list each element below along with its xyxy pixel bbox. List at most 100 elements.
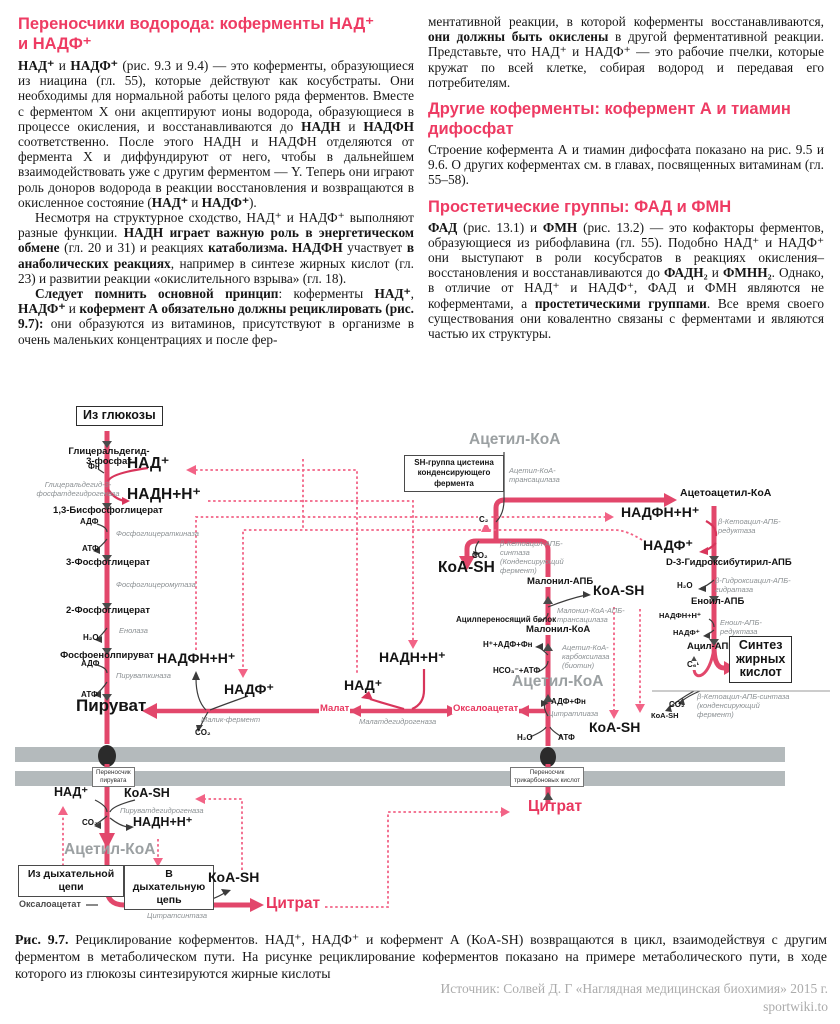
label-citrate-cytosol: Цитрат (528, 798, 583, 815)
enzyme-enoyl-reductase: Еноил-АПБ- редуктаза (720, 618, 762, 636)
enzyme-enolase: Енолаза (119, 626, 148, 635)
label-nadh-mdh: НАДН+Н⁺ (379, 649, 446, 665)
fatty-acid-synthesis-box: Синтез жирных кислот (729, 636, 793, 683)
tricarboxylate-carrier-icon (540, 747, 556, 767)
label-pyruvate: Пируват (76, 696, 147, 715)
label-coash-lyase: КоА-SH (589, 719, 641, 735)
redox-arrowheads (122, 497, 708, 700)
label-3-phosphoglycerate: 3-Фосфоглицерат (66, 557, 150, 568)
enzyme-hydroxyacyl-hydratase: β-Гидроксиацил-АПБ- гидратаза (715, 576, 791, 594)
label-hco3-atp: HCO₃⁻+АТФ (493, 666, 541, 675)
label-pi: Фн (88, 462, 100, 471)
label-acyl-acp: Ацил-АПБ (687, 641, 736, 652)
label-co2-cycle: CO₂ (669, 700, 685, 709)
enzyme-phosphoglycerate-kinase: Фосфоглицераткиназа (116, 529, 199, 538)
enzyme-malate-dehydrogenase: Малатдегидрогеназа (359, 717, 437, 726)
paragraph-principle: Следует помнить основной принцип: коферм… (18, 286, 414, 347)
label-citrate-mito: Цитрат (266, 895, 321, 912)
recycling-dotted-paths (62, 459, 643, 908)
label-h2o-lyase: H₂O (517, 733, 533, 742)
label-nadp-enoyl: НАДФ⁺ (673, 628, 700, 637)
label-co2-pdh: CO₂ (82, 818, 98, 827)
heading-hydrogen-carriers: Переносчики водорода: коферменты НАД⁺ и … (18, 15, 374, 53)
label-nadph-malic: НАДФН+Н⁺ (157, 650, 236, 666)
label-acetyl-coa-top: Ацетил-КоА (469, 431, 561, 448)
label-oxaloacetate-mito: Оксалоацетат (19, 899, 81, 909)
sh-group-box: SH-группа цистеина конденсирующего ферме… (404, 455, 504, 493)
label-nad-mdh: НАД⁺ (344, 677, 383, 693)
label-acetyl-coa-cytosol: Ацетил-КоА (512, 673, 604, 690)
figure-caption: Рис. 9.7. Рециклирование коферментов. НА… (15, 932, 827, 981)
enzyme-ketoacyl-reductase: β-Кетоацил-АПБ- редуктаза (718, 517, 781, 535)
label-acetoacetyl-coa: Ацетоацетил-КоА (680, 487, 772, 499)
black-arrowheads (93, 547, 710, 896)
label-nadh-pdh: НАДН+Н⁺ (133, 815, 193, 829)
source-attribution: Источник: Солвей Д. Г «Наглядная медицин… (15, 980, 828, 1015)
enzyme-citrate-lyase: Цитратлиаза (548, 709, 599, 718)
right-column: ментативной реакции, в которой кофермент… (428, 14, 824, 341)
label-c2: C₂ (478, 515, 490, 525)
enzyme-malonyl-transacylase: Малонил-КоА-АПБ- трансацилаза (557, 606, 625, 624)
label-adp-pi-lyase: АДФ+Фн (551, 697, 586, 706)
enzyme-citrate-synthase: Цитратсинтаза (147, 911, 208, 920)
label-atp-lyase: АТФ (558, 733, 575, 742)
membrane-outer (15, 747, 785, 762)
label-adp-pgk: АДФ (80, 517, 99, 526)
cofactor-curves (86, 452, 715, 906)
label-c6: C₆ (686, 660, 698, 670)
label-nad-cytosol: НАД⁺ (127, 455, 170, 472)
label-acyl-carrier-protein: Ацилпереносящий белок (456, 615, 557, 624)
label-malate: Малат (319, 703, 351, 715)
heading-prosthetic-groups: Простетические группы: ФАД и ФМН (428, 197, 732, 216)
enzyme-pyruvate-kinase: Пируваткиназа (116, 671, 171, 680)
enzyme-pyruvate-dehydrogenase: Пируватдегидрогеназа (120, 806, 204, 815)
label-malonyl-acp: Малонил-АПБ (526, 576, 595, 588)
label-oxaloacetate-cytosol: Оксалоацетат (452, 703, 520, 715)
paragraph-fad-fmn: ФАД (рис. 13.1) и ФМН (рис. 13.2) — это … (428, 219, 825, 342)
to-respiratory-chain-box: В дыхательную цепь (124, 865, 214, 911)
paragraph-continuation: ментативной реакции, в которой кофермент… (428, 14, 824, 90)
left-column: Переносчики водорода: коферменты НАД⁺ и … (18, 14, 414, 347)
label-nad-mito: НАД⁺ (54, 785, 89, 799)
label-nadp-reductase: НАДФ⁺ (643, 537, 693, 553)
from-respiratory-chain-box: Из дыхательной цепи (18, 865, 124, 898)
label-glyceraldehyde-3-phosphate: Глицеральдегид- 3-фосфат (68, 446, 150, 468)
enzyme-acetyl-coa-carboxylase: Ацетил-КоА- карбоксилаза (биотин) (562, 643, 610, 670)
paragraph-coa-tdp: Строение кофермента А и тиамин дифосфата… (428, 142, 824, 188)
label-13-bisphosphoglycerate: 1,3-Бисфосфоглицерат (53, 505, 163, 516)
membrane-inner (15, 771, 785, 786)
source-site: sportwiki.to (763, 998, 828, 1014)
enzyme-malic: Малик-фермент (201, 715, 261, 724)
label-nadph-enoyl: НАДФН+Н⁺ (659, 611, 701, 620)
from-glucose-box: Из глюкозы (76, 406, 163, 426)
enzyme-gapdh: Глицеральдегид-3- фосфатдегидрогеназа (36, 480, 120, 498)
label-coash-transacylase: КоА-SH (593, 582, 645, 598)
enzyme-ketoacyl-synthase-top: β-Кетоацил-АПБ- синтаза (Конденсирующий … (500, 539, 564, 575)
label-coash-condensation: КоА-SH (438, 559, 495, 576)
enzyme-phosphoglycerate-mutase: Фосфоглицеромутаза (116, 580, 196, 589)
paragraph-functions: Несмотря на структурное сходство, НАД⁺ и… (18, 210, 415, 286)
label-h2o-enolase: H₂O (83, 633, 99, 642)
dotted-arrowheads (58, 465, 645, 867)
label-h-adp-pi: Н⁺+АДФ+Фн (483, 640, 533, 649)
label-d3-hydroxybutyryl-acp: D-3-Гидроксибутирил-АПБ (666, 557, 792, 568)
pyruvate-carrier-box: Переносчик пирувата (92, 767, 135, 787)
label-co2-synthase: CO₂ (472, 551, 488, 560)
label-enoyl-acp: Еноил-АПБ (691, 596, 745, 607)
label-coash-cycle: КоА-SH (651, 711, 679, 720)
pyruvate-carrier-icon (98, 745, 116, 767)
label-coash-mito: КоА-SH (124, 786, 170, 800)
label-phosphoenolpyruvate: Фосфоенолпируват (60, 650, 154, 661)
label-atp-pgk: АТФ (82, 544, 99, 553)
label-nadp-malic: НАДФ⁺ (224, 681, 274, 697)
label-nadh-cytosol: НАДН+Н⁺ (127, 486, 201, 503)
tricarboxylate-carrier-box: Переносчик трикарбоновых кислот (510, 767, 585, 787)
source-text: Источник: Солвей Д. Г «Наглядная медицин… (440, 981, 828, 996)
label-h2o-hydratase: H₂O (677, 581, 693, 590)
label-adp-pk: АДФ (81, 659, 100, 668)
label-acetyl-coa-mito: Ацетил-КоА (64, 841, 156, 858)
label-coash-citrate-synthase: КоА-SH (208, 869, 260, 885)
label-atp-pk: АТФ (81, 690, 98, 699)
label-co2-malic: CO₂ (195, 728, 211, 737)
